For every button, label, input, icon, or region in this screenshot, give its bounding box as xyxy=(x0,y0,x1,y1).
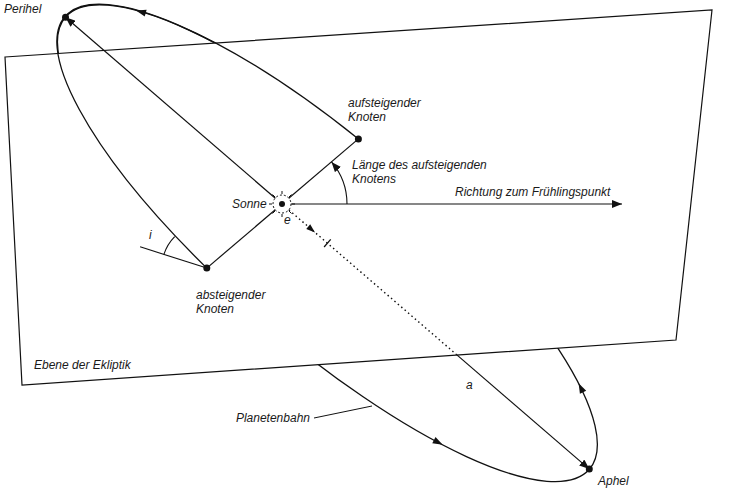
point-label: absteigender Knoten xyxy=(196,288,281,316)
inclination-arc xyxy=(164,237,175,255)
eccentricity-arrowhead xyxy=(306,224,317,234)
angle-label: Länge des aufsteigenden Knotens xyxy=(352,158,487,186)
point-label: Sonne xyxy=(232,197,267,211)
orbit-label: Planetenbahn xyxy=(236,411,310,425)
aphelion-dot xyxy=(586,466,593,473)
point-label: aufsteigender Knoten xyxy=(348,96,438,124)
orbit-upper-arc xyxy=(57,4,359,268)
center-tick xyxy=(324,239,331,247)
aphelion-axis xyxy=(456,354,590,469)
symbol-label: i xyxy=(149,228,152,242)
orbit-arrowhead xyxy=(135,7,147,16)
orbit-arrowhead xyxy=(575,382,586,394)
node-longitude-arc xyxy=(332,162,348,204)
symbol-label: a xyxy=(466,378,473,392)
ascending-node-dot xyxy=(355,135,362,142)
point-label: Perihel xyxy=(4,2,41,16)
orbit-arrowhead xyxy=(432,437,444,448)
perihelion-dot xyxy=(62,14,69,21)
direction-label: Richtung zum Frühlingspunkt xyxy=(455,185,610,199)
symbol-label: e xyxy=(284,213,291,227)
inclination-reference xyxy=(140,247,207,268)
leader-line xyxy=(314,406,372,418)
vernal-direction-arrow xyxy=(282,203,622,204)
perihelion-axis xyxy=(66,17,283,204)
plane-label: Ebene der Ekliptik xyxy=(34,358,131,372)
sun-symbol xyxy=(269,191,295,217)
point-label: Aphel xyxy=(598,474,629,488)
aphelion-axis-hidden xyxy=(282,204,456,354)
descending-node-dot xyxy=(203,265,210,272)
ecliptic-plane xyxy=(5,10,712,385)
